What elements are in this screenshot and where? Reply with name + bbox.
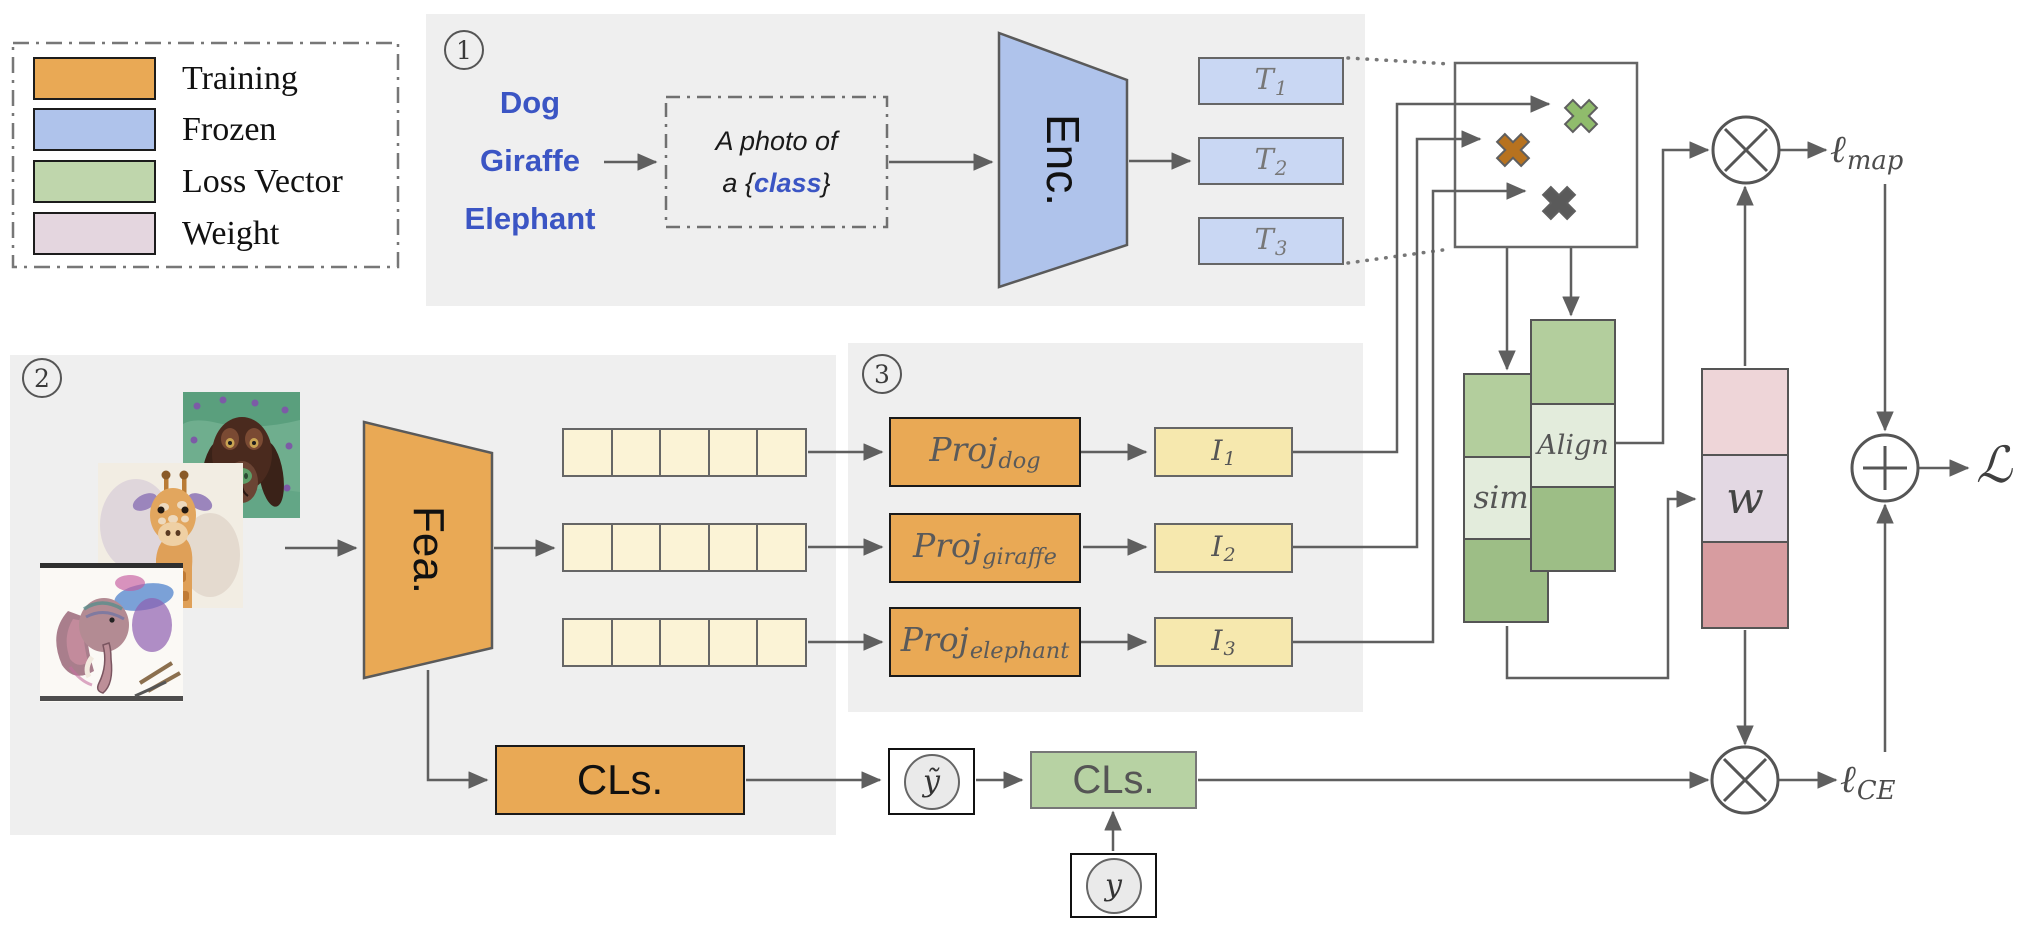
align-to-multiply-arrow (1616, 141, 1710, 445)
similarity-matrix-box (1453, 61, 1639, 249)
text-embedding-t1: T1 (1198, 57, 1344, 105)
vector-cell (659, 620, 708, 665)
map-loss-label: ℓmap (1830, 127, 1904, 177)
ground-truth-label-box: y (1070, 853, 1157, 918)
weight-cell-label: w (1703, 454, 1787, 541)
class-name-elephant: Elephant (464, 201, 596, 236)
projection-giraffe: Projgiraffe (889, 513, 1081, 583)
frozen-swatch (33, 108, 156, 151)
text-embedding-t3: T3 (1198, 217, 1344, 265)
cross-green-icon (1563, 98, 1599, 134)
multiply-operator-top (1711, 115, 1781, 185)
legend-item-weight: Weight (33, 212, 279, 255)
weight-cell-bottom (1703, 540, 1787, 627)
class-name-list: Dog Giraffe Elephant (447, 74, 613, 248)
align-cell-bottom (1532, 486, 1614, 571)
text-encoder-label: Enc. (1037, 113, 1090, 207)
align-vector-bar: Align (1530, 319, 1616, 572)
stage3-number: 3 (862, 354, 902, 394)
cross-orange-icon (1495, 132, 1531, 168)
align-cell-top (1532, 321, 1614, 403)
legend-item-training: Training (33, 57, 298, 100)
feature-extractor-label: Fea. (404, 505, 454, 595)
vector-cell (564, 620, 611, 665)
weight-cell-top (1703, 370, 1787, 455)
feature-vector-row-3 (562, 618, 807, 667)
vector-cell (659, 430, 708, 475)
stage1-number: 1 (444, 30, 484, 70)
prompt-line1: A photo of (715, 126, 838, 156)
ground-truth-label: y (1085, 857, 1142, 914)
projection-dog: Projdog (889, 417, 1081, 487)
legend-label: Weight (182, 214, 280, 252)
training-swatch (33, 57, 156, 100)
cross-dark-icon (1541, 185, 1577, 221)
text-embedding-t2: T2 (1198, 137, 1344, 185)
vector-cell (707, 525, 757, 570)
feature-vector-row-2 (562, 523, 807, 572)
vector-cell (756, 430, 805, 475)
vector-cell (756, 620, 805, 665)
predicted-label-box: ỹ (888, 748, 975, 815)
predicted-label: ỹ (903, 753, 960, 810)
weight-swatch (33, 212, 156, 255)
prompt-line2: a {class} (722, 168, 831, 198)
elephant-painting (40, 563, 183, 702)
legend-label: Training (182, 59, 298, 97)
vector-cell (659, 525, 708, 570)
feature-vector-row-1 (562, 428, 807, 477)
vector-cell (610, 525, 660, 570)
vector-cell (610, 620, 660, 665)
vector-cell (610, 430, 660, 475)
total-loss-label: ℒ (1976, 436, 2013, 494)
vector-cell (707, 620, 757, 665)
class-name-dog: Dog (499, 85, 561, 120)
vector-cell (564, 430, 611, 475)
image-embedding-i1: I1 (1154, 427, 1293, 477)
add-operator (1850, 433, 1920, 503)
legend-item-frozen: Frozen (33, 108, 276, 151)
match-crosses (1495, 98, 1599, 221)
class-name-giraffe: Giraffe (480, 143, 580, 178)
prompt-template: A photo of a {class} (666, 97, 887, 227)
legend-label: Frozen (182, 110, 277, 148)
multiply-operator-bottom (1710, 745, 1780, 815)
prompt-class-word: class (753, 168, 822, 198)
legend: Training Frozen Loss Vector Weight (13, 43, 398, 267)
image-embedding-i3: I3 (1154, 617, 1293, 667)
loss-vector-swatch (33, 160, 156, 203)
stage2-number: 2 (22, 358, 62, 398)
legend-label: Loss Vector (182, 162, 343, 200)
ce-loss-label: ℓCE (1840, 757, 1896, 807)
frozen-classifier: CLs. (1030, 751, 1197, 809)
image-embedding-i2: I2 (1154, 523, 1293, 573)
projection-elephant: Projelephant (889, 607, 1081, 677)
legend-item-loss-vector: Loss Vector (33, 160, 343, 203)
vector-cell (564, 525, 611, 570)
weight-vector-bar: w (1701, 368, 1789, 629)
vector-cell (707, 430, 757, 475)
align-cell-label: Align (1532, 402, 1614, 487)
trainable-classifier: CLs. (495, 745, 745, 815)
vector-cell (756, 525, 805, 570)
